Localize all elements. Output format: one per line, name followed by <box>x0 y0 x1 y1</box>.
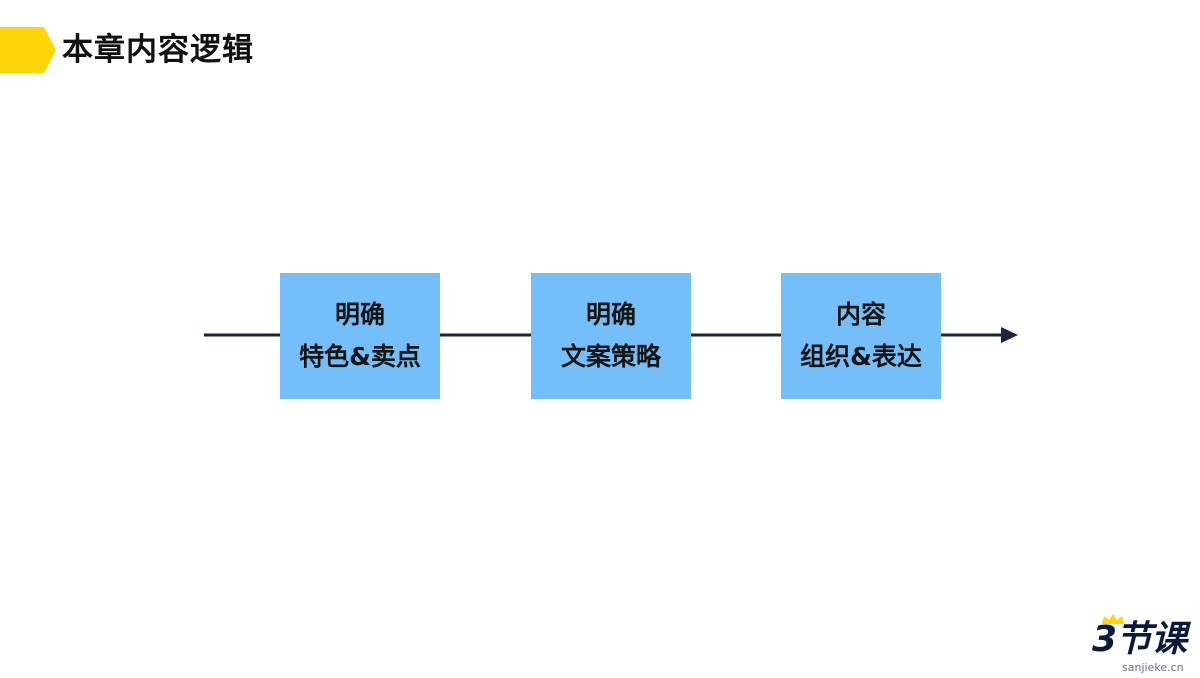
flow-step-1-line2: 特色&卖点 <box>299 342 421 371</box>
flow-step-3: 内容 组织&表达 <box>781 273 941 399</box>
flow-step-1-line1: 明确 <box>334 300 385 329</box>
flow-step-3-line2: 组织&表达 <box>800 342 922 371</box>
brand-url: sanjieke.cn <box>1122 661 1184 674</box>
page-title: 本章内容逻辑 <box>62 32 254 68</box>
flow-step-3-line1: 内容 <box>835 300 886 329</box>
flow-step-1: 明确 特色&卖点 <box>280 273 440 399</box>
crown-icon <box>1102 614 1124 624</box>
flow-arrow-head <box>1001 327 1018 343</box>
brand-mark: 3节课 <box>1092 619 1187 660</box>
brand-logo: 3节课 sanjieke.cn <box>1092 614 1200 678</box>
section-marker-icon <box>0 27 56 73</box>
flow-step-2-line2: 文案策略 <box>560 342 661 371</box>
flow-step-2-line1: 明确 <box>585 300 636 329</box>
flow-step-2: 明确 文案策略 <box>531 273 691 399</box>
